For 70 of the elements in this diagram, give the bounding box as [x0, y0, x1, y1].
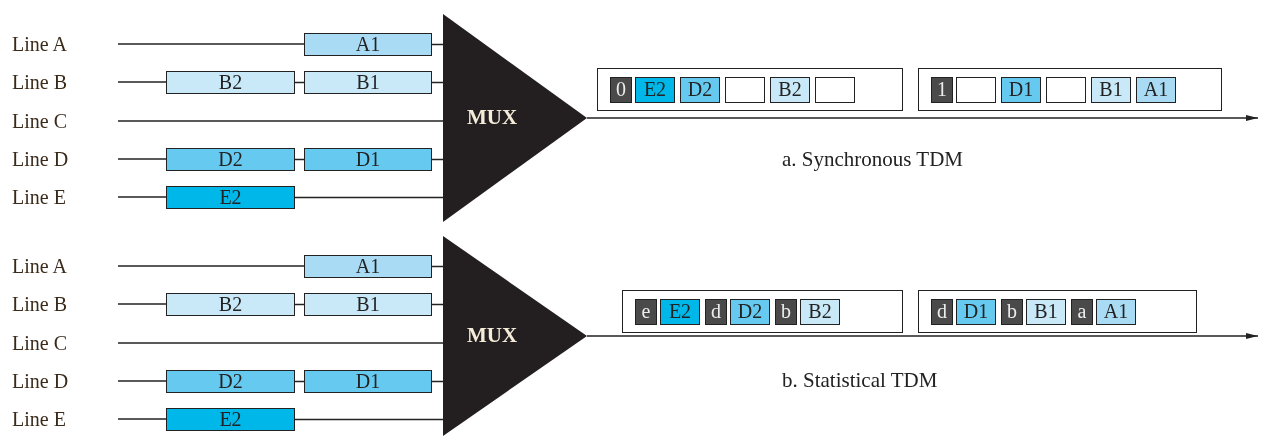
line-label: Line E — [12, 185, 118, 209]
input-line — [294, 196, 444, 199]
input-line — [117, 303, 167, 305]
mux-label: MUX — [467, 105, 518, 130]
data-unit: B1 — [304, 293, 432, 316]
data-slot: B1 — [1091, 76, 1131, 103]
data-slot: E2 — [660, 298, 700, 325]
frame-box — [597, 68, 903, 111]
line-label: Line E — [12, 407, 118, 431]
frame-box — [622, 290, 903, 333]
input-line — [117, 120, 444, 122]
data-slot: D1 — [956, 298, 996, 325]
empty-slot — [956, 76, 996, 103]
input-line — [117, 418, 167, 420]
header-slot: d — [931, 298, 953, 325]
input-line — [117, 81, 167, 83]
line-label: Line C — [12, 109, 118, 133]
data-slot: B2 — [800, 298, 840, 325]
caption: a. Synchronous TDM — [782, 147, 964, 172]
input-line — [117, 196, 167, 198]
header-slot: b — [775, 298, 797, 325]
header-slot: e — [635, 298, 657, 325]
header-slot: d — [705, 298, 727, 325]
line-label: Line B — [12, 70, 118, 94]
data-unit: D1 — [304, 148, 432, 171]
data-unit: B2 — [166, 293, 295, 316]
line-label: Line C — [12, 331, 118, 355]
input-line — [294, 418, 444, 421]
frame-box — [918, 290, 1197, 333]
header-slot: 1 — [931, 76, 953, 103]
header-slot: a — [1071, 298, 1093, 325]
data-unit: E2 — [166, 408, 295, 431]
line-label: Line D — [12, 147, 118, 171]
output-arrow — [586, 115, 1259, 121]
data-unit: B1 — [304, 71, 432, 94]
caption: b. Statistical TDM — [782, 368, 938, 393]
data-unit: D2 — [166, 148, 295, 171]
data-slot: E2 — [635, 76, 675, 103]
header-slot: 0 — [610, 76, 632, 103]
line-label: Line B — [12, 292, 118, 316]
input-line — [117, 43, 305, 45]
data-slot: D1 — [1001, 76, 1041, 103]
frame-box — [918, 68, 1222, 111]
data-unit: D2 — [166, 370, 295, 393]
empty-slot — [725, 76, 765, 103]
empty-slot — [815, 76, 855, 103]
data-unit: D1 — [304, 370, 432, 393]
data-slot: A1 — [1096, 298, 1136, 325]
data-slot: D2 — [730, 298, 770, 325]
input-line — [117, 380, 167, 382]
input-line — [117, 342, 444, 344]
multiplexer-symbol — [443, 14, 587, 222]
line-label: Line A — [12, 32, 118, 56]
output-arrow — [586, 333, 1259, 339]
empty-slot — [1046, 76, 1086, 103]
mux-label: MUX — [467, 323, 518, 348]
multiplexer-symbol — [443, 236, 587, 436]
data-slot: A1 — [1136, 76, 1176, 103]
input-line — [117, 158, 167, 160]
line-label: Line A — [12, 254, 118, 278]
data-slot: B2 — [770, 76, 810, 103]
data-unit: A1 — [304, 255, 432, 278]
data-slot: B1 — [1026, 298, 1066, 325]
data-unit: E2 — [166, 186, 295, 209]
data-unit: B2 — [166, 71, 295, 94]
input-line — [117, 265, 305, 267]
header-slot: b — [1001, 298, 1023, 325]
data-unit: A1 — [304, 33, 432, 56]
line-label: Line D — [12, 369, 118, 393]
data-slot: D2 — [680, 76, 720, 103]
